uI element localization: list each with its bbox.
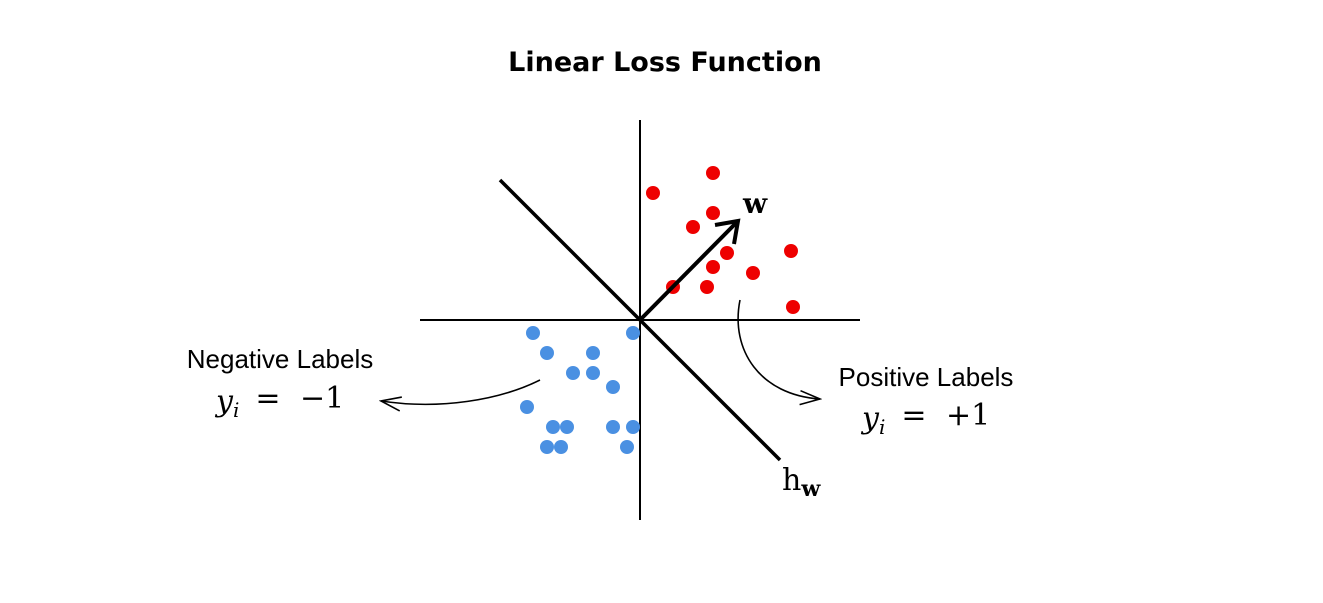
positive-i-subscript: i [879, 415, 885, 439]
diagram-title: Linear Loss Function [508, 47, 822, 78]
negative-point-13 [540, 440, 554, 454]
positive-point-6 [784, 244, 798, 258]
negative-pointer-arrow [381, 379, 541, 404]
negative-point-3 [540, 346, 554, 360]
negative-point-4 [586, 346, 600, 360]
weight-vector-arrow [638, 218, 741, 322]
negative-point-11 [606, 420, 620, 434]
positive-point-7 [706, 260, 720, 274]
positive-equals: = [901, 398, 926, 433]
positive-labels-title: Positive Labels [839, 362, 1014, 392]
negative-point-12 [626, 420, 640, 434]
negative-point-15 [620, 440, 634, 454]
negative-point-5 [566, 366, 580, 380]
positive-value: +1 [946, 398, 990, 433]
positive-point-8 [746, 266, 760, 280]
negative-point-10 [560, 420, 574, 434]
hyperplane-subscript: w [800, 476, 821, 502]
negative-point-2 [626, 326, 640, 340]
weight-vector-label: w [742, 187, 768, 220]
negative-y-symbol: y [214, 384, 234, 419]
negative-point-14 [554, 440, 568, 454]
hyperplane-label: hw [782, 463, 821, 502]
negative-point-8 [520, 400, 534, 414]
negative-point-1 [526, 326, 540, 340]
positive-point-1 [706, 166, 720, 180]
positive-point-2 [646, 186, 660, 200]
negative-i-subscript: i [233, 398, 239, 422]
positive-point-4 [686, 220, 700, 234]
positive-label-equation: y i = +1 [860, 398, 990, 439]
negative-label-equation: y i = −1 [214, 381, 344, 422]
positive-point-11 [786, 300, 800, 314]
negative-points-group [520, 326, 640, 454]
positive-y-symbol: y [860, 401, 880, 436]
hyperplane-symbol: h [782, 463, 801, 498]
negative-labels-title: Negative Labels [187, 344, 373, 374]
positive-point-5 [720, 246, 734, 260]
negative-value: −1 [300, 381, 344, 416]
negative-equals: = [255, 381, 280, 416]
positive-point-10 [700, 280, 714, 294]
positive-point-3 [706, 206, 720, 220]
negative-point-6 [586, 366, 600, 380]
negative-point-7 [606, 380, 620, 394]
positive-pointer-arrow [737, 299, 820, 399]
negative-point-9 [546, 420, 560, 434]
